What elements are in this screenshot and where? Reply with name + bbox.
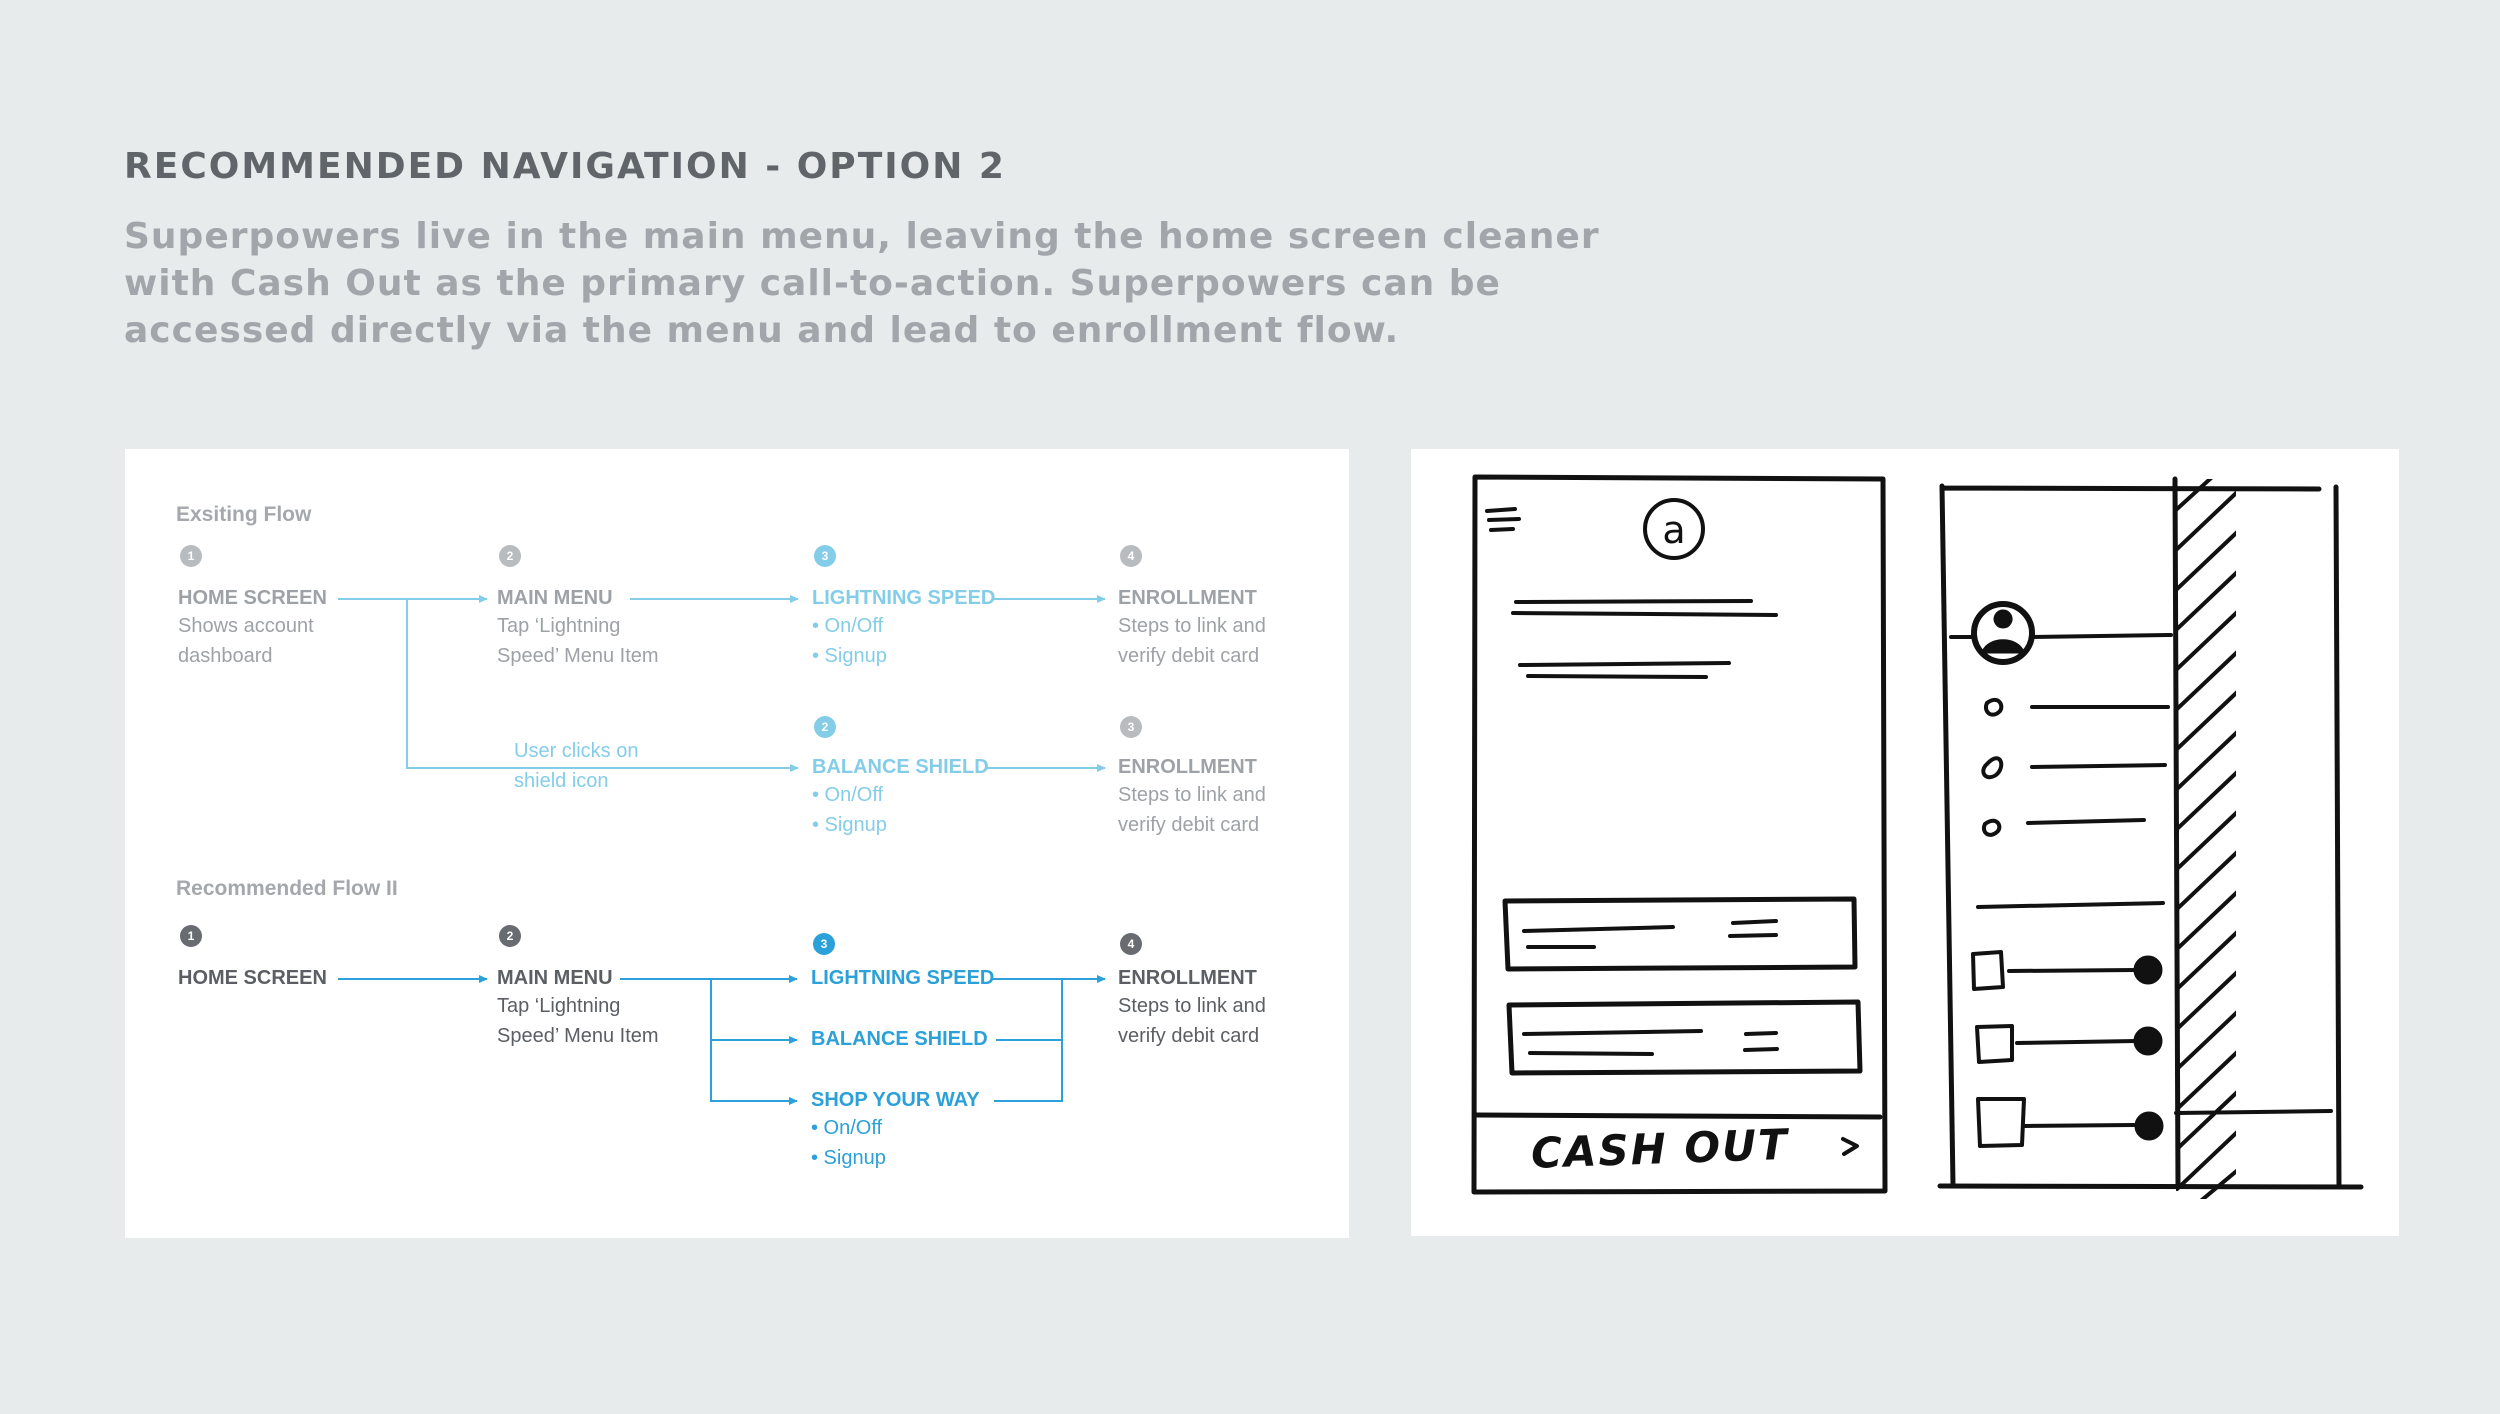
sketch-toggle-row bbox=[1975, 1024, 2138, 1064]
recommended-flow-label: Recommended Flow II bbox=[176, 877, 398, 900]
arrow-rec-menu-branch bbox=[710, 979, 798, 1105]
step-badge: 3 bbox=[813, 933, 835, 955]
sketch-home-screen bbox=[1471, 474, 1888, 1195]
node-main-menu: MAIN MENU bbox=[497, 967, 613, 989]
merge-lines bbox=[996, 979, 1063, 1041]
wireframe-sketch: a CASH OUT bbox=[1471, 474, 2364, 1199]
sketch-menu-screen bbox=[1937, 476, 2364, 1199]
step-badge: 3 bbox=[814, 545, 836, 567]
node-desc: • On/Off• Signup bbox=[812, 784, 887, 836]
subtitle-line: with Cash Out as the primary call-to-act… bbox=[124, 263, 1501, 304]
sketch-hatching bbox=[2176, 479, 2236, 1199]
sketch-cash-out-bar bbox=[1472, 1112, 1883, 1120]
subtitle-line: Superpowers live in the main menu, leavi… bbox=[124, 216, 1600, 257]
logo-icon bbox=[1643, 498, 1705, 560]
node-desc: • On/Off• Signup bbox=[811, 1117, 886, 1169]
page-subtitle: Superpowers live in the main menu, leavi… bbox=[124, 213, 1600, 354]
sketch-menu-item bbox=[1982, 818, 2002, 837]
merge-lines bbox=[994, 1040, 1063, 1102]
avatar-icon bbox=[1971, 601, 2035, 665]
logo-letter: a bbox=[1662, 508, 1685, 552]
node-enrollment: ENROLLMENT bbox=[1118, 967, 1257, 989]
sketch-menu-item bbox=[1984, 697, 2004, 717]
node-enrollment: ENROLLMENT bbox=[1118, 587, 1257, 609]
page-title: RECOMMENDED NAVIGATION - OPTION 2 bbox=[124, 146, 1006, 187]
existing-flow-label: Exsiting Flow bbox=[176, 503, 312, 526]
flow-connectors bbox=[338, 595, 1106, 1105]
step-badge: 3 bbox=[1120, 716, 1142, 738]
arrow-home-to-shield bbox=[406, 599, 799, 772]
step-badge: 1 bbox=[180, 925, 202, 947]
node-lightning-speed: LIGHTNING SPEED bbox=[811, 967, 995, 989]
flow-diagram-panel: Exsiting Flow 1 HOME SCREEN Shows accoun… bbox=[125, 449, 1349, 1238]
node-balance-shield: BALANCE SHIELD bbox=[811, 1028, 988, 1050]
subtitle-line: accessed directly via the menu and lead … bbox=[124, 310, 1400, 351]
node-main-menu: MAIN MENU bbox=[497, 587, 613, 609]
node-lightning-speed: LIGHTNING SPEED bbox=[812, 587, 996, 609]
sketch-card bbox=[1502, 896, 1858, 972]
wireframe-sketch-panel: a CASH OUT bbox=[1411, 449, 2399, 1236]
step-badge: 4 bbox=[1120, 933, 1142, 955]
step-badge: 1 bbox=[180, 545, 202, 567]
sketch-menu-item bbox=[1981, 756, 2004, 780]
node-desc: • On/Off• Signup bbox=[812, 615, 887, 667]
sketch-card bbox=[1506, 999, 1863, 1076]
node-home-screen: HOME SCREEN bbox=[178, 587, 327, 609]
sketch-toggle-row bbox=[1976, 1097, 2136, 1148]
node-balance-shield: BALANCE SHIELD bbox=[812, 756, 989, 778]
step-badge: 2 bbox=[499, 925, 521, 947]
step-badge: 2 bbox=[499, 545, 521, 567]
chevron-right-icon bbox=[1841, 1137, 1859, 1156]
node-shop-your-way: SHOP YOUR WAY bbox=[811, 1089, 980, 1111]
sketch-toggle-row bbox=[1971, 950, 2138, 991]
step-badge: 2 bbox=[814, 716, 836, 738]
node-home-screen: HOME SCREEN bbox=[178, 967, 327, 989]
cash-out-label: CASH OUT bbox=[1530, 1120, 1791, 1178]
hamburger-icon bbox=[1485, 507, 1521, 532]
node-enrollment: ENROLLMENT bbox=[1118, 756, 1257, 778]
step-badge: 4 bbox=[1120, 545, 1142, 567]
